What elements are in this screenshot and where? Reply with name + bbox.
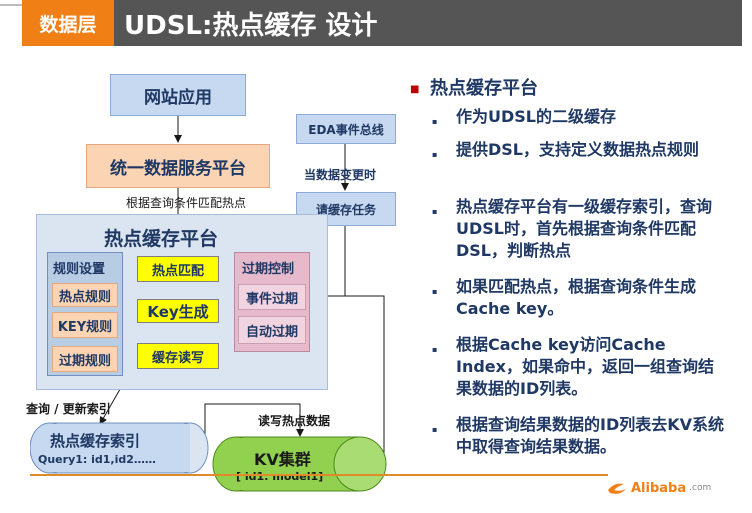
- bullet-dot-4: ▪: [432, 345, 438, 354]
- bullet-dot-5: ▪: [432, 425, 438, 434]
- auto-expire-label: 自动过期: [245, 324, 298, 340]
- header-rule: [0, 4, 22, 6]
- hot-rule-box: 热点规则: [52, 283, 118, 307]
- unified-platform-label: 统一数据服务平台: [110, 158, 246, 179]
- website-app-label: 网站应用: [144, 87, 212, 108]
- expire-control-label: 过期控制: [242, 262, 295, 277]
- rw-hot-note: 读写热点数据: [258, 414, 331, 428]
- kv-cluster-label: KV集群: [254, 450, 311, 469]
- alibaba-logo: Alibaba .com: [606, 476, 726, 500]
- footer-rule: [30, 474, 608, 476]
- key-rule-label: KEY规则: [57, 319, 113, 335]
- bullet-dot-1: ▪: [432, 150, 438, 159]
- auto-expire-box: 自动过期: [238, 316, 306, 344]
- hot-rule-label: 热点规则: [58, 289, 111, 305]
- query-update-note: 查询 / 更新索引: [26, 402, 111, 416]
- cache-rw-box: 缓存读写: [137, 343, 219, 369]
- expire-rule-box: 过期规则: [52, 346, 118, 372]
- website-app-box: 网站应用: [110, 74, 246, 116]
- cache-platform-title: 热点缓存平台: [104, 228, 219, 250]
- hot-index-cylinder: [30, 422, 209, 474]
- expire-rule-label: 过期规则: [58, 353, 111, 369]
- hot-match-label: 热点匹配: [151, 263, 204, 279]
- cache-task-label: 请缓存任务: [315, 202, 376, 217]
- key-gen-box: Key生成: [137, 299, 219, 323]
- cache-rw-label: 缓存读写: [151, 350, 204, 366]
- bullets-title: 热点缓存平台: [430, 78, 538, 99]
- bullet-dot-0: ▪: [432, 117, 438, 126]
- kv-cluster-cylinder: [212, 436, 387, 492]
- alibaba-logo-suffix: .com: [689, 483, 712, 493]
- cache-task-box: 请缓存任务: [296, 192, 396, 226]
- unified-platform-box: 统一数据服务平台: [86, 144, 270, 188]
- hot-index-label: 热点缓存索引: [50, 432, 141, 450]
- kv-cluster-content: [ id1: model1]: [236, 470, 324, 483]
- alibaba-logo-text: Alibaba: [631, 480, 687, 496]
- bullet-1: 提供DSL，支持定义数据热点规则: [456, 140, 700, 159]
- page-title-bar: UDSL:热点缓存 设计: [114, 0, 742, 46]
- key-gen-label: Key生成: [147, 302, 209, 321]
- section-label-text: 数据层: [39, 13, 97, 36]
- match-note: 根据查询条件匹配热点: [126, 196, 247, 210]
- bullet-dot-2: ▪: [432, 207, 438, 216]
- bullet-dot-3: ▪: [432, 287, 438, 296]
- bullet-5: 根据查询结果数据的ID列表去KV系统中取得查询结果数据。: [456, 415, 725, 456]
- rule-setting-label: 规则设置: [53, 262, 106, 277]
- bullet-4: 根据Cache key访问Cache Index，如果命中，返回一组查询结果数据…: [456, 335, 714, 398]
- event-expire-label: 事件过期: [245, 291, 298, 307]
- title-bullet: ■: [410, 84, 420, 95]
- bullet-3: 如果匹配热点，根据查询条件生成Cache key。: [456, 277, 697, 318]
- eda-bus-label: EDA事件总线: [308, 122, 384, 137]
- eda-bus-box: EDA事件总线: [296, 114, 396, 144]
- alibaba-smile-icon: [608, 483, 626, 494]
- key-rule-box: KEY规则: [52, 312, 118, 338]
- section-label: 数据层: [22, 0, 114, 46]
- hot-match-box: 热点匹配: [137, 256, 219, 282]
- bullet-0: 作为UDSL的二级缓存: [456, 107, 616, 126]
- bullet-2: 热点缓存平台有一级缓存索引，查询UDSL时，首先根据查询条件匹配DSL，判断热点: [456, 197, 713, 260]
- page-title: UDSL:热点缓存 设计: [124, 10, 378, 41]
- event-expire-box: 事件过期: [238, 284, 306, 310]
- hot-index-query: Query1: id1,id2……: [38, 453, 156, 466]
- data-change-note: 当数据变更时: [304, 168, 377, 182]
